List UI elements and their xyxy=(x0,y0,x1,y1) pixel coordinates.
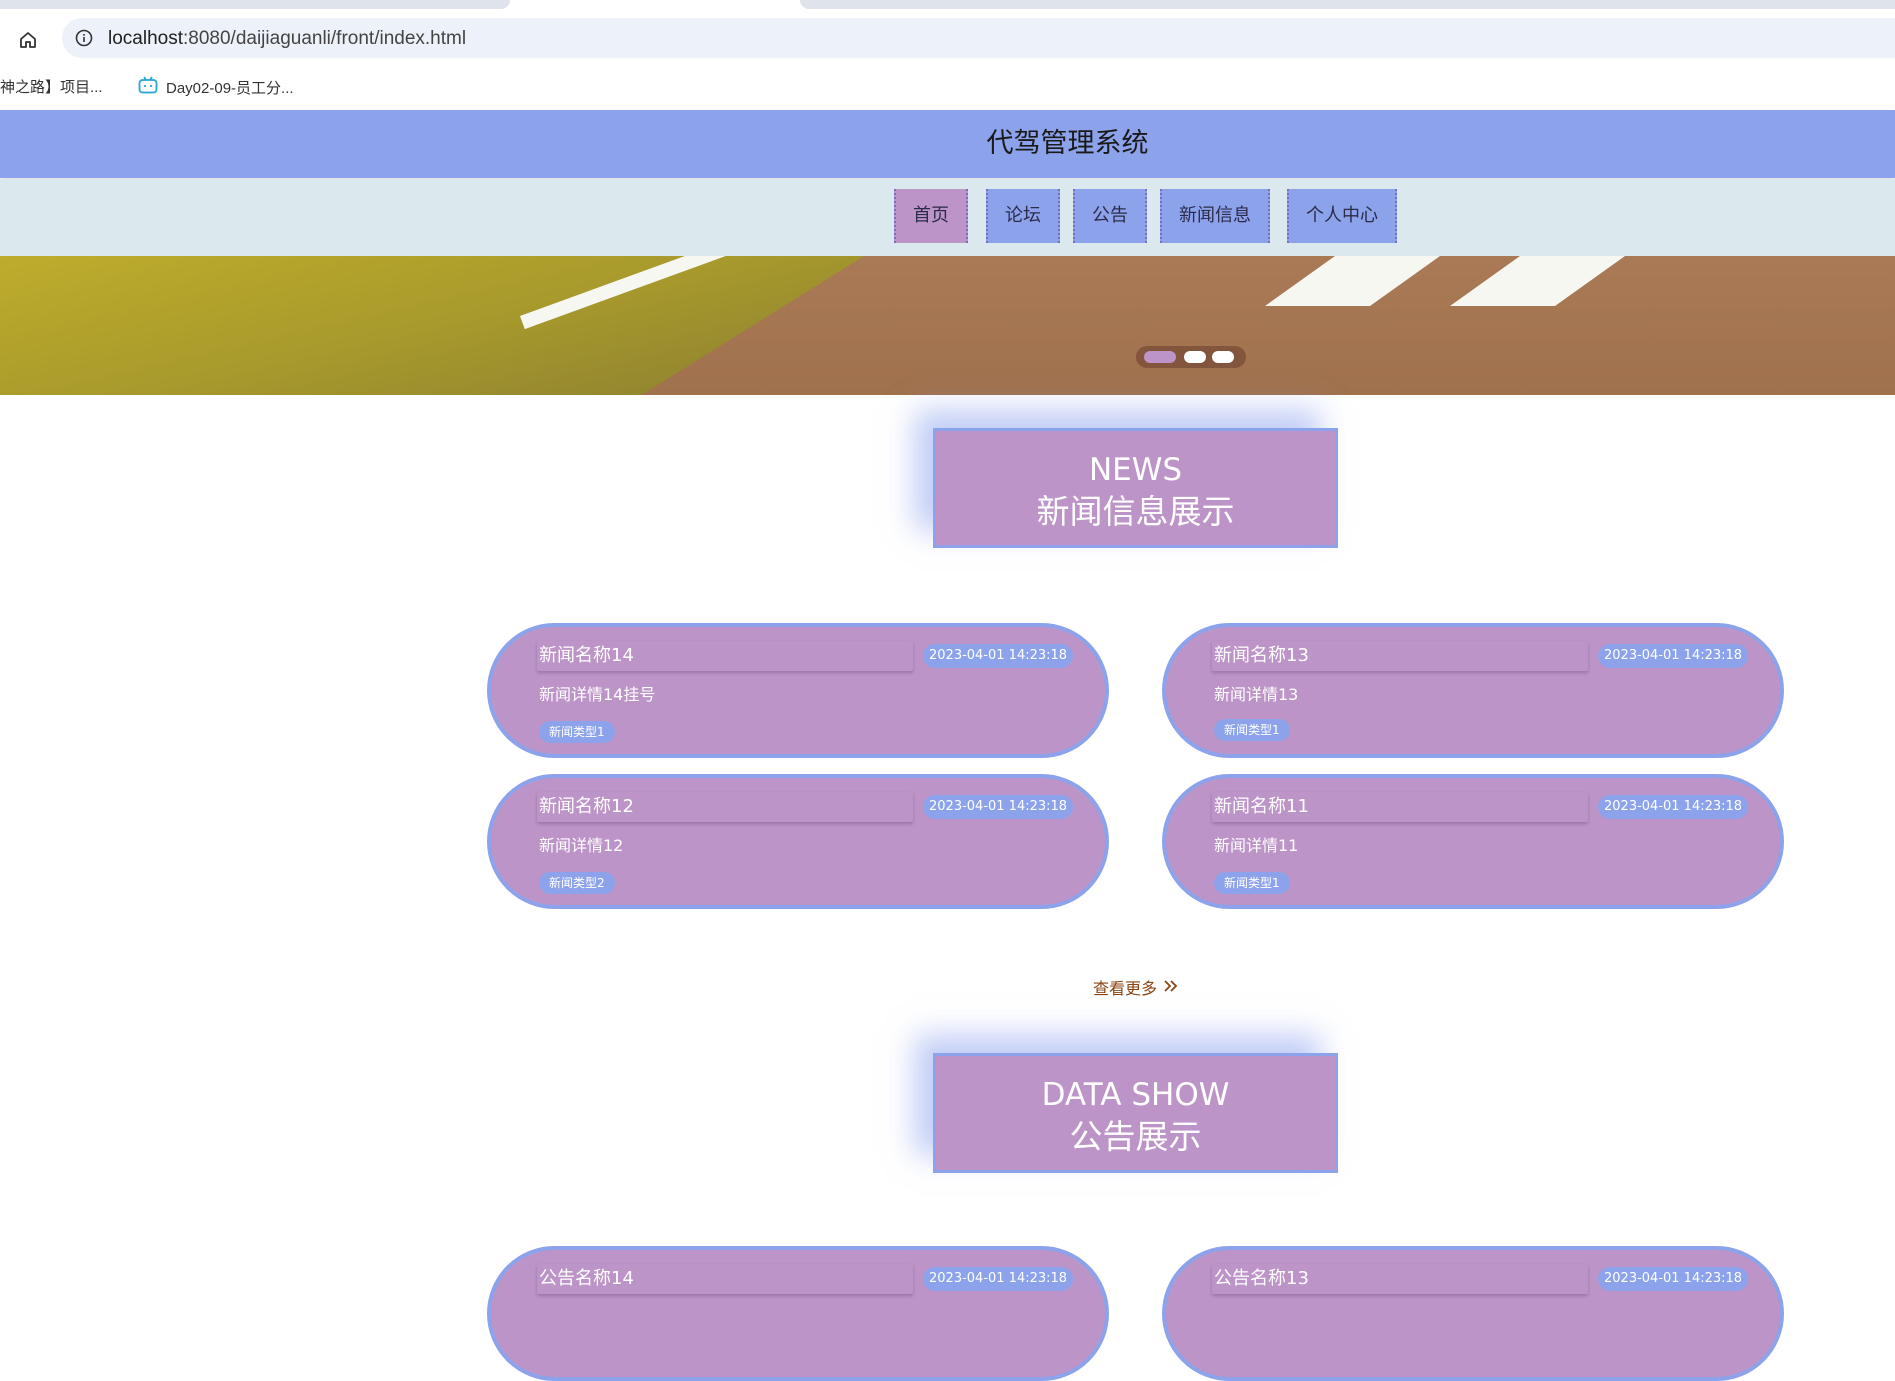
url-path: :8080/daijiaguanli/front/index.html xyxy=(183,28,467,49)
news-card[interactable]: 新闻名称13 2023-04-01 14:23:18 新闻详情13 新闻类型1 xyxy=(1162,623,1784,758)
news-detail: 新闻详情12 xyxy=(539,836,624,855)
notice-title-cn: 公告展示 xyxy=(1069,1117,1202,1156)
bookmark-label: Day02-09-员工分... xyxy=(166,79,294,97)
notice-name: 公告名称14 xyxy=(537,1264,913,1294)
news-time-badge: 2023-04-01 14:23:18 xyxy=(1598,795,1749,819)
news-detail: 新闻详情11 xyxy=(1214,836,1299,855)
news-title-en: NEWS xyxy=(1088,452,1183,488)
bookmark-item[interactable]: 神之路】项目... xyxy=(0,76,103,97)
site-title: 代驾管理系统 xyxy=(986,128,1149,159)
home-icon[interactable] xyxy=(14,26,42,54)
notice-section-title: DATA SHOW 公告展示 xyxy=(933,1053,1338,1173)
news-title-cn: 新闻信息展示 xyxy=(1036,492,1235,531)
news-time-badge: 2023-04-01 14:23:18 xyxy=(923,644,1074,668)
news-type-tag: 新闻类型1 xyxy=(1214,719,1290,741)
news-section-title: NEWS 新闻信息展示 xyxy=(933,428,1338,548)
double-chevron-right-icon xyxy=(1163,978,1179,997)
carousel-dot[interactable] xyxy=(1212,351,1234,363)
url-host: localhost xyxy=(108,28,183,49)
news-card[interactable]: 新闻名称12 2023-04-01 14:23:18 新闻详情12 新闻类型2 xyxy=(487,774,1109,909)
browser-tab-right[interactable] xyxy=(800,0,1895,9)
notice-name: 公告名称13 xyxy=(1212,1264,1588,1294)
address-bar[interactable]: localhost:8080/daijiaguanli/front/index.… xyxy=(62,18,1895,58)
news-type-tag: 新闻类型1 xyxy=(1214,872,1290,894)
bookmarks-bar: 神之路】项目... Day02-09-员工分... xyxy=(0,62,1895,110)
bookmark-item[interactable]: Day02-09-员工分... xyxy=(138,76,294,98)
banner-grass xyxy=(0,256,960,395)
news-time-badge: 2023-04-01 14:23:18 xyxy=(1598,644,1749,668)
nav-item-personal-center[interactable]: 个人中心 xyxy=(1287,189,1397,243)
bilibili-icon xyxy=(138,76,158,98)
site-info-icon[interactable] xyxy=(74,28,94,48)
news-type-tag: 新闻类型1 xyxy=(539,721,615,743)
news-card[interactable]: 新闻名称11 2023-04-01 14:23:18 新闻详情11 新闻类型1 xyxy=(1162,774,1784,909)
notice-time-badge: 2023-04-01 14:23:18 xyxy=(923,1267,1074,1291)
banner-road-marking xyxy=(1450,256,1625,306)
news-name: 新闻名称14 xyxy=(537,641,913,671)
notice-title-en: DATA SHOW xyxy=(1041,1077,1230,1113)
banner-road-marking xyxy=(1265,256,1440,306)
news-name: 新闻名称13 xyxy=(1212,641,1588,671)
site-header: 代驾管理系统 xyxy=(0,110,1895,178)
news-detail: 新闻详情13 xyxy=(1214,685,1299,704)
banner-carousel[interactable] xyxy=(0,256,1895,395)
news-type-tag: 新闻类型2 xyxy=(539,872,615,894)
bookmark-label: 神之路】项目... xyxy=(0,79,103,96)
notice-card[interactable]: 公告名称13 2023-04-01 14:23:18 xyxy=(1162,1246,1784,1381)
news-more-link[interactable]: 查看更多 xyxy=(1093,975,1179,999)
browser-tabstrip xyxy=(0,0,1895,14)
carousel-dot[interactable] xyxy=(1184,351,1206,363)
notice-time-badge: 2023-04-01 14:23:18 xyxy=(1598,1267,1749,1291)
carousel-indicator xyxy=(1136,346,1246,368)
browser-toolbar: localhost:8080/daijiaguanli/front/index.… xyxy=(0,14,1895,62)
main-nav: 首页 论坛 公告 新闻信息 个人中心 xyxy=(0,179,1895,256)
carousel-dot[interactable] xyxy=(1144,351,1176,363)
notice-card[interactable]: 公告名称14 2023-04-01 14:23:18 xyxy=(487,1246,1109,1381)
nav-item-news[interactable]: 新闻信息 xyxy=(1160,189,1270,243)
news-name: 新闻名称11 xyxy=(1212,792,1588,822)
nav-item-home[interactable]: 首页 xyxy=(894,189,968,243)
news-name: 新闻名称12 xyxy=(537,792,913,822)
news-time-badge: 2023-04-01 14:23:18 xyxy=(923,795,1074,819)
news-card[interactable]: 新闻名称14 2023-04-01 14:23:18 新闻详情14挂号 新闻类型… xyxy=(487,623,1109,758)
more-label: 查看更多 xyxy=(1093,979,1158,998)
news-detail: 新闻详情14挂号 xyxy=(539,685,656,704)
nav-item-notice[interactable]: 公告 xyxy=(1073,189,1147,243)
nav-item-forum[interactable]: 论坛 xyxy=(986,189,1060,243)
browser-tab-left[interactable] xyxy=(0,0,510,9)
url-text[interactable]: localhost:8080/daijiaguanli/front/index.… xyxy=(108,28,466,50)
